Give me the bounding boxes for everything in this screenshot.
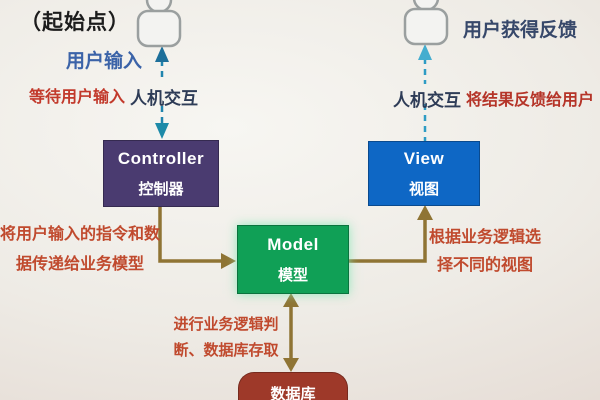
- controller-node-subtitle: 控制器: [138, 180, 184, 198]
- controller-node-title: Controller: [117, 148, 205, 168]
- model-to-view-arrow: [347, 205, 433, 263]
- annotation-line: 将用户输入的指令和数: [0, 226, 161, 243]
- user-gets-feedback-label: 用户获得反馈: [463, 20, 578, 41]
- view-node-subtitle: 视图: [408, 180, 439, 198]
- model-to-view-annotation: 根据业务逻辑选 择不同的视图: [422, 224, 548, 280]
- feedback-to-user-label: 将结果反馈给用户: [466, 92, 595, 109]
- hci-label-right: 人机交互: [393, 91, 461, 110]
- user-controller-dashed-arrow: [155, 46, 169, 139]
- model-node-subtitle: 模型: [277, 266, 308, 284]
- view-node: View 视图: [368, 141, 480, 206]
- controller-to-model-arrow: [158, 205, 236, 269]
- wait-user-input-label: 等待用户输入: [29, 89, 126, 106]
- annotation-line: 进行业务逻辑判: [173, 316, 279, 333]
- model-node-title: Model: [267, 234, 319, 254]
- model-to-database-annotation: 进行业务逻辑判 断、数据库存取: [160, 312, 292, 364]
- annotation-line: 择不同的视图: [436, 257, 533, 274]
- database-node: 数据库: [238, 372, 348, 400]
- hci-label-left: 人机交互: [130, 89, 198, 108]
- annotation-line: 根据业务逻辑选: [428, 229, 541, 246]
- annotation-line: 断、数据库存取: [173, 342, 279, 359]
- view-node-title: View: [403, 148, 445, 168]
- user-icon-left: [136, 0, 182, 48]
- model-node: Model 模型: [237, 225, 349, 294]
- user-input-label: 用户输入: [66, 51, 143, 72]
- start-point-label: （起始点）: [20, 11, 130, 34]
- user-icon-right: [403, 0, 449, 46]
- database-node-title: 数据库: [270, 386, 316, 400]
- controller-to-model-annotation: 将用户输入的指令和数 据传递给业务模型: [0, 220, 160, 280]
- view-user-dashed-arrow: [418, 44, 432, 141]
- controller-node: Controller 控制器: [103, 140, 219, 207]
- model-database-double-arrow: [283, 293, 299, 372]
- annotation-line: 据传递给业务模型: [15, 256, 144, 273]
